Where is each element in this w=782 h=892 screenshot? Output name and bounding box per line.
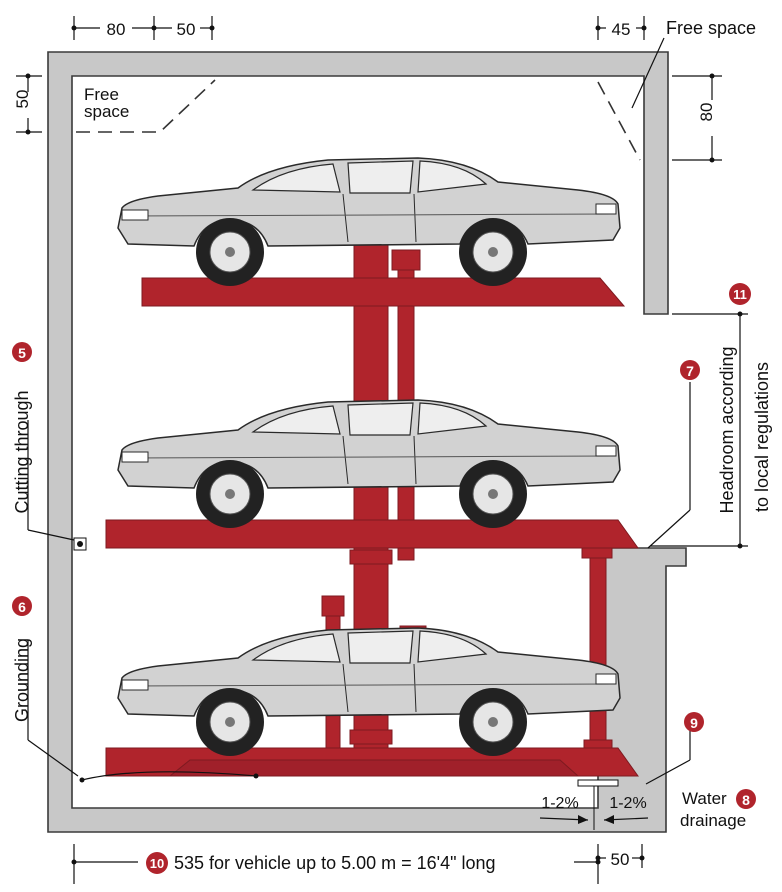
drainage-channel (577, 779, 619, 830)
headroom-label-line2: to local regulations (752, 362, 772, 512)
marker-5: 5 (12, 342, 32, 362)
free-space-left-boundary (76, 79, 216, 133)
slope-arrowheads (578, 815, 614, 824)
platform-top (141, 277, 626, 307)
bottom-caption: 535 for vehicle up to 5.00 m = 16'4" lon… (174, 853, 496, 873)
cutting-through-socket (73, 537, 87, 551)
free-space-right-label: Free space (666, 18, 756, 38)
marker-7-text: 7 (686, 363, 694, 379)
free-space-right-boundary (597, 81, 641, 161)
marker-6: 6 (12, 596, 32, 616)
dim-top-right: 45 (612, 20, 631, 39)
dim-top-left-1: 80 (107, 20, 126, 39)
marker-11-text: 11 (733, 287, 747, 302)
marker-11: 11 (729, 283, 751, 305)
free-space-left-line2: space (84, 102, 129, 121)
dim-bottom-right: 50 (611, 850, 630, 869)
marker-7: 7 (680, 360, 700, 380)
dimension-dots (25, 25, 743, 865)
slope-left-label: 1-2% (541, 795, 578, 812)
marker-6-text: 6 (18, 599, 26, 615)
headroom-label-line1: Headroom according (717, 346, 737, 513)
cutting-through-label: Cutting through (12, 390, 32, 513)
marker-8-text: 8 (742, 792, 750, 808)
marker-9: 9 (684, 712, 704, 732)
free-space-left-line1: Free (84, 85, 119, 104)
dim-left-side: 50 (13, 90, 32, 109)
grounding-label: Grounding (12, 638, 32, 722)
water-drainage-line2: drainage (680, 811, 746, 830)
marker-5-text: 5 (18, 345, 26, 361)
marker-9-text: 9 (690, 715, 698, 731)
platform-bottom (105, 747, 639, 777)
dim-top-left-2: 50 (177, 20, 196, 39)
slope-right-label: 1-2% (609, 795, 646, 812)
dim-right-side: 80 (697, 103, 716, 122)
marker-10-text: 10 (150, 856, 164, 871)
dimension-lines (16, 16, 748, 884)
marker-10: 10 (146, 852, 168, 874)
marker-8: 8 (736, 789, 756, 809)
platform-middle (105, 519, 639, 549)
grounding-cable (79, 771, 259, 783)
water-drainage-line1: Water (682, 789, 727, 808)
